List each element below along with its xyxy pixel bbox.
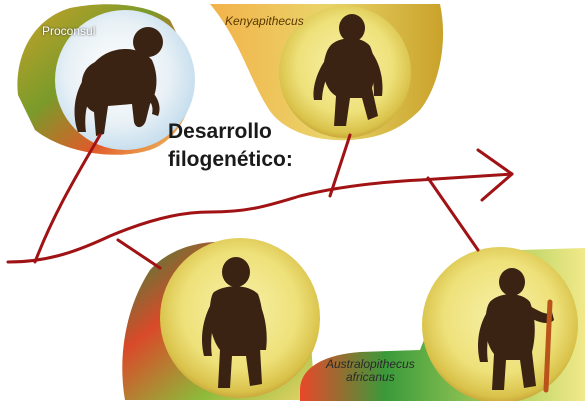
diagram-title: Desarrollo filogenético: [168,118,293,174]
label-proconsul: Proconsul [42,24,95,38]
title-line-1: Desarrollo [168,118,293,146]
title-line-2: filogenético: [168,146,293,174]
label-australopithecus-line2: africanus [326,371,415,384]
branch-middle [118,240,160,268]
label-kenyapithecus: Kenyapithecus [225,14,304,28]
branch-australopithecus [428,178,478,250]
branch-proconsul [35,135,100,262]
label-australopithecus: Australopithecus africanus [326,358,415,384]
